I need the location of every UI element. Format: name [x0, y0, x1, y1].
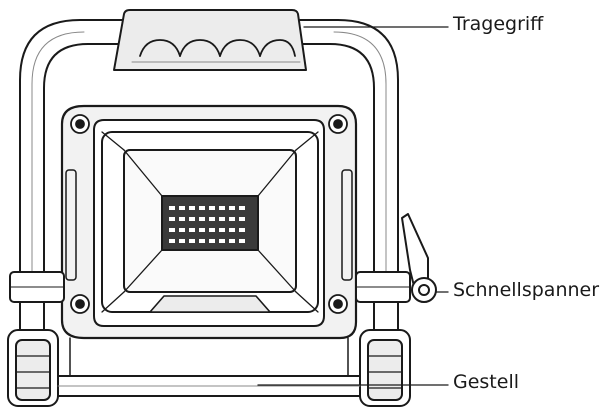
frame-cross-bar — [57, 337, 361, 397]
frame-legs — [19, 301, 399, 331]
label-frame: Gestell — [453, 371, 520, 393]
body-side-grips — [65, 169, 353, 281]
label-handle: Tragegriff — [453, 13, 544, 35]
corner-screws — [70, 114, 348, 314]
right-foot — [359, 329, 411, 407]
frame-tube-shade-right — [333, 31, 387, 301]
handle-grip-ridges — [131, 39, 301, 63]
leader-lines — [257, 26, 449, 386]
reflector-facets — [101, 131, 319, 313]
body-bottom-foot — [149, 295, 271, 313]
led-grid — [169, 206, 245, 243]
label-quick-clamp: Schnellspanner — [453, 279, 600, 301]
frame-tube-shade-left — [31, 31, 85, 301]
pivot-joints — [9, 271, 411, 303]
left-foot — [7, 329, 59, 407]
quick-clamp — [401, 213, 437, 303]
handle — [113, 9, 307, 71]
